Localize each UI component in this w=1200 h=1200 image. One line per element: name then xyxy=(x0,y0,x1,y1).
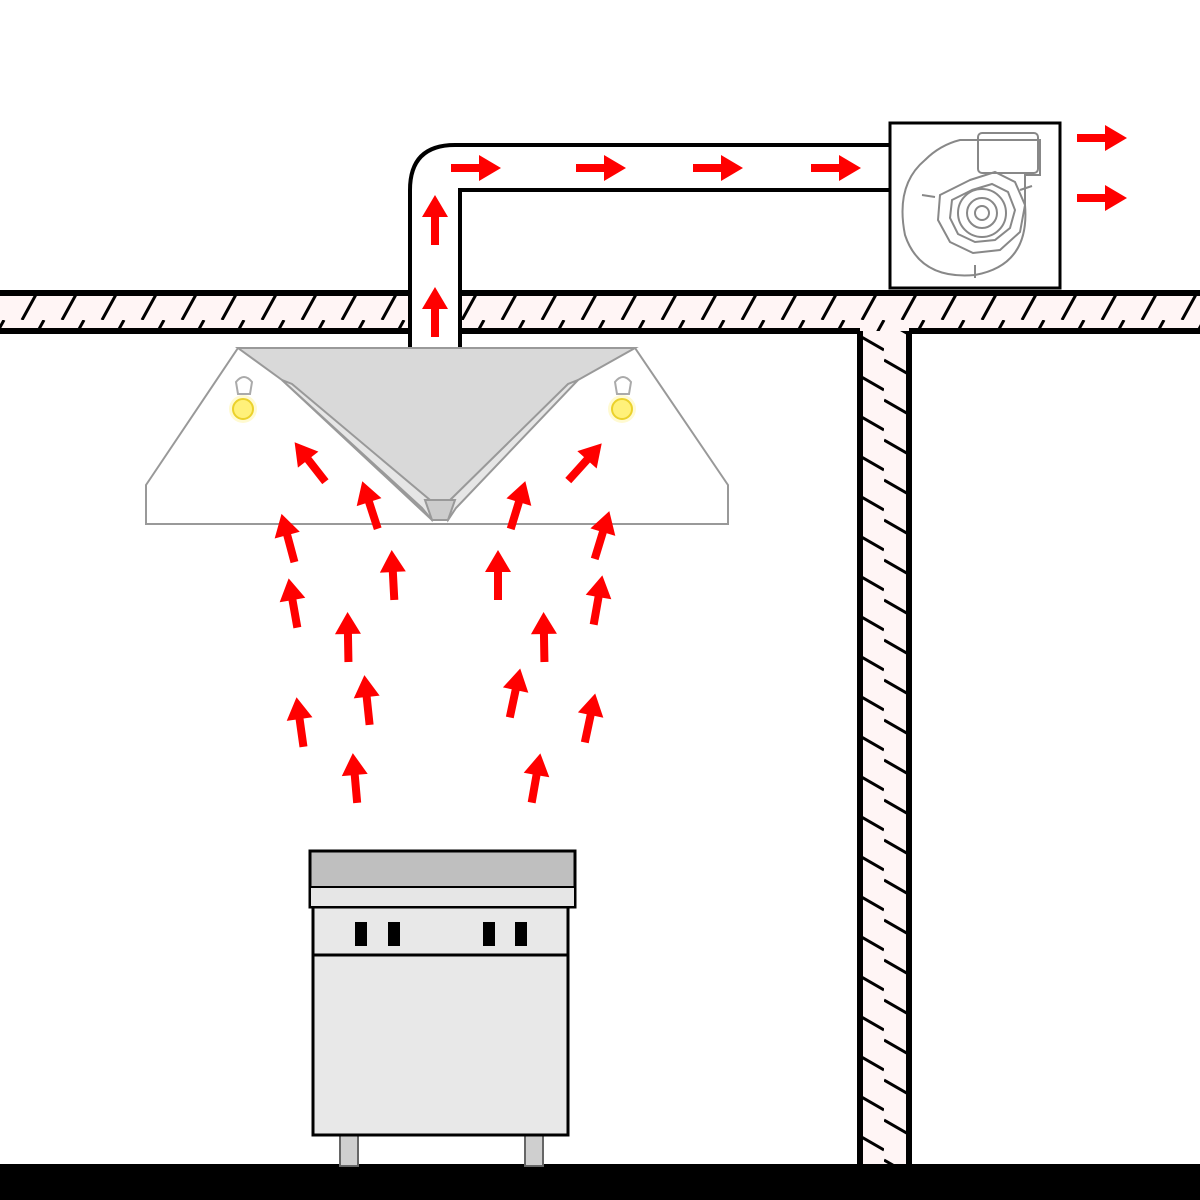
airflow-arrow-icon xyxy=(294,442,329,485)
kitchen-hood xyxy=(145,347,729,525)
cooking-range xyxy=(308,849,577,1167)
airflow-arrow-icon xyxy=(341,753,368,804)
airflow-arrow-icon xyxy=(334,612,361,663)
airflow-arrow-icon xyxy=(506,481,532,531)
airflow-arrow-icon xyxy=(530,612,557,663)
airflow-arrow-icon xyxy=(356,481,382,531)
light-bulb-icon xyxy=(608,376,636,423)
airflow-arrow-icon xyxy=(693,155,743,181)
airflow-arrow-icon xyxy=(286,697,313,748)
airflow-arrow-icon xyxy=(1077,125,1127,151)
airflow-arrow-icon xyxy=(590,511,616,561)
airflow-arrow-icon xyxy=(576,155,626,181)
airflow-arrow-icon xyxy=(1077,185,1127,211)
control-knob xyxy=(388,922,400,946)
airflow-arrow-icon xyxy=(565,443,602,484)
airflow-arrow-icon xyxy=(274,513,300,564)
airflow-arrow-icon xyxy=(422,195,448,245)
airflow-arrow-icon xyxy=(811,155,861,181)
airflow-arrow-icon xyxy=(577,693,604,744)
centrifugal-fan-icon xyxy=(901,132,1041,278)
airflow-arrow-icon xyxy=(422,287,448,337)
control-knob xyxy=(515,922,527,946)
airflow-arrow-icon xyxy=(485,550,511,600)
airflow-arrows xyxy=(274,125,1127,804)
airflow-arrow-icon xyxy=(585,575,612,626)
airflow-arrow-icon xyxy=(523,753,550,804)
airflow-arrow-icon xyxy=(451,155,501,181)
partition-wall xyxy=(857,331,912,1166)
control-knob xyxy=(483,922,495,946)
airflow-arrow-icon xyxy=(353,675,380,726)
control-knob xyxy=(355,922,367,946)
exhaust-fan-unit xyxy=(888,121,1062,290)
floor xyxy=(0,1164,1200,1200)
airflow-arrow-icon xyxy=(379,550,406,601)
ceiling-slab xyxy=(0,290,1200,334)
light-bulb-icon xyxy=(229,376,257,423)
airflow-arrow-icon xyxy=(502,668,529,719)
airflow-arrow-icon xyxy=(279,578,306,629)
